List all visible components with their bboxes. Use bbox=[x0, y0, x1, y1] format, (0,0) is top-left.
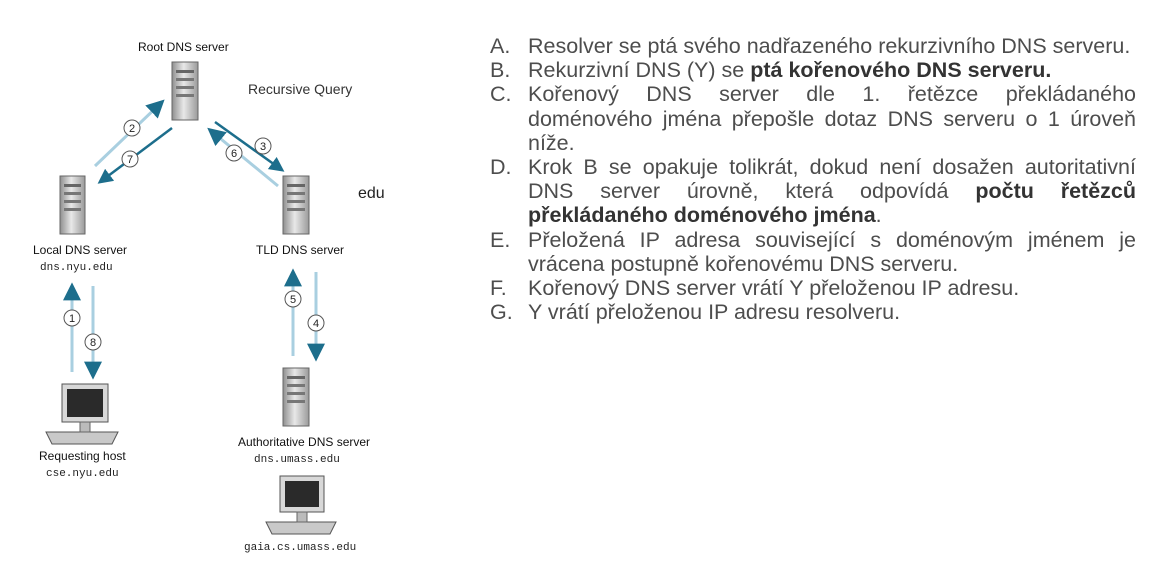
step-number: 2 bbox=[129, 123, 135, 135]
arrow-step-6 bbox=[207, 127, 279, 188]
step-marker-4: 4 bbox=[307, 314, 325, 332]
step-marker-1: 1 bbox=[63, 309, 81, 327]
step-marker: C. bbox=[490, 82, 512, 107]
gaia-computer-icon bbox=[265, 475, 337, 535]
step-text: Y vrátí přeloženou IP adresu resolveru. bbox=[528, 300, 901, 325]
tld-server-label: TLD DNS server bbox=[256, 243, 344, 257]
requesting-host-computer-icon bbox=[45, 383, 119, 445]
step-marker: G. bbox=[490, 300, 513, 325]
step-number: 4 bbox=[313, 318, 319, 330]
local-server-label: Local DNS server bbox=[33, 243, 127, 257]
local-server-icon bbox=[59, 175, 86, 235]
step-number: 3 bbox=[260, 141, 266, 153]
step-text: Kořenový DNS server dle 1. řetězce překl… bbox=[528, 82, 1136, 155]
step-number: 6 bbox=[231, 148, 237, 160]
root-server-icon bbox=[171, 61, 199, 121]
authoritative-server-hostname: dns.umass.edu bbox=[254, 454, 340, 466]
step-marker: D. bbox=[490, 155, 512, 180]
step-text: Resolver se ptá svého nadřazeného rekurz… bbox=[528, 34, 1131, 58]
step-item: F. Kořenový DNS server vrátí Y přeloženou… bbox=[490, 276, 1136, 300]
step-number: 8 bbox=[90, 337, 96, 349]
step-text: Kořenový DNS server vrátí Y přeloženou I… bbox=[528, 276, 1020, 301]
step-item: G. Y vrátí přeloženou IP adresu resolveru… bbox=[490, 300, 1136, 324]
step-marker: A. bbox=[490, 34, 511, 58]
step-list: A. Resolver se ptá svého nadřazeného reku… bbox=[490, 34, 1136, 324]
edu-label: edu bbox=[358, 185, 385, 202]
step-text: Rekurzivní DNS (Y) se ptá kořenového DNS… bbox=[528, 58, 1052, 83]
authoritative-server-label: Authoritative DNS server bbox=[238, 435, 370, 449]
step-marker: E. bbox=[490, 227, 511, 252]
local-server-hostname: dns.nyu.edu bbox=[40, 262, 113, 274]
tld-server-icon bbox=[282, 175, 310, 235]
gaia-hostname: gaia.cs.umass.edu bbox=[244, 542, 356, 554]
step-marker: B. bbox=[490, 58, 511, 83]
step-item: E. Přeložená IP adresa související s domé… bbox=[490, 228, 1136, 276]
step-text: Přeložená IP adresa související s doméno… bbox=[528, 227, 1136, 276]
step-number: 5 bbox=[290, 294, 296, 306]
step-number: 1 bbox=[69, 313, 75, 325]
root-server-label: Root DNS server bbox=[138, 40, 229, 54]
step-number: 7 bbox=[127, 154, 133, 166]
step-marker: F. bbox=[490, 276, 507, 301]
recursive-query-label: Recursive Query bbox=[248, 81, 352, 97]
step-text: Krok B se opakuje tolikrát, dokud není d… bbox=[528, 155, 1136, 228]
requesting-host-label: Requesting host bbox=[39, 449, 126, 463]
step-marker-7: 7 bbox=[121, 150, 139, 168]
dns-diagram: 1 8 2 7 3 6 5 4 Root DNS server Recursiv… bbox=[33, 40, 385, 554]
step-item: D. Krok B se opakuje tolikrát, dokud není… bbox=[490, 155, 1136, 228]
step-item: C. Kořenový DNS server dle 1. řetězce pře… bbox=[490, 82, 1136, 155]
step-marker-8: 8 bbox=[84, 333, 102, 351]
step-marker-5: 5 bbox=[284, 290, 302, 308]
step-marker-6: 6 bbox=[225, 144, 243, 162]
step-item: B. Rekurzivní DNS (Y) se ptá kořenového D… bbox=[490, 58, 1136, 82]
step-marker-2: 2 bbox=[123, 119, 141, 137]
authoritative-server-icon bbox=[282, 367, 310, 427]
requesting-host-hostname: cse.nyu.edu bbox=[46, 468, 119, 480]
step-item: A. Resolver se ptá svého nadřazeného reku… bbox=[490, 34, 1136, 58]
step-marker-3: 3 bbox=[254, 137, 272, 155]
